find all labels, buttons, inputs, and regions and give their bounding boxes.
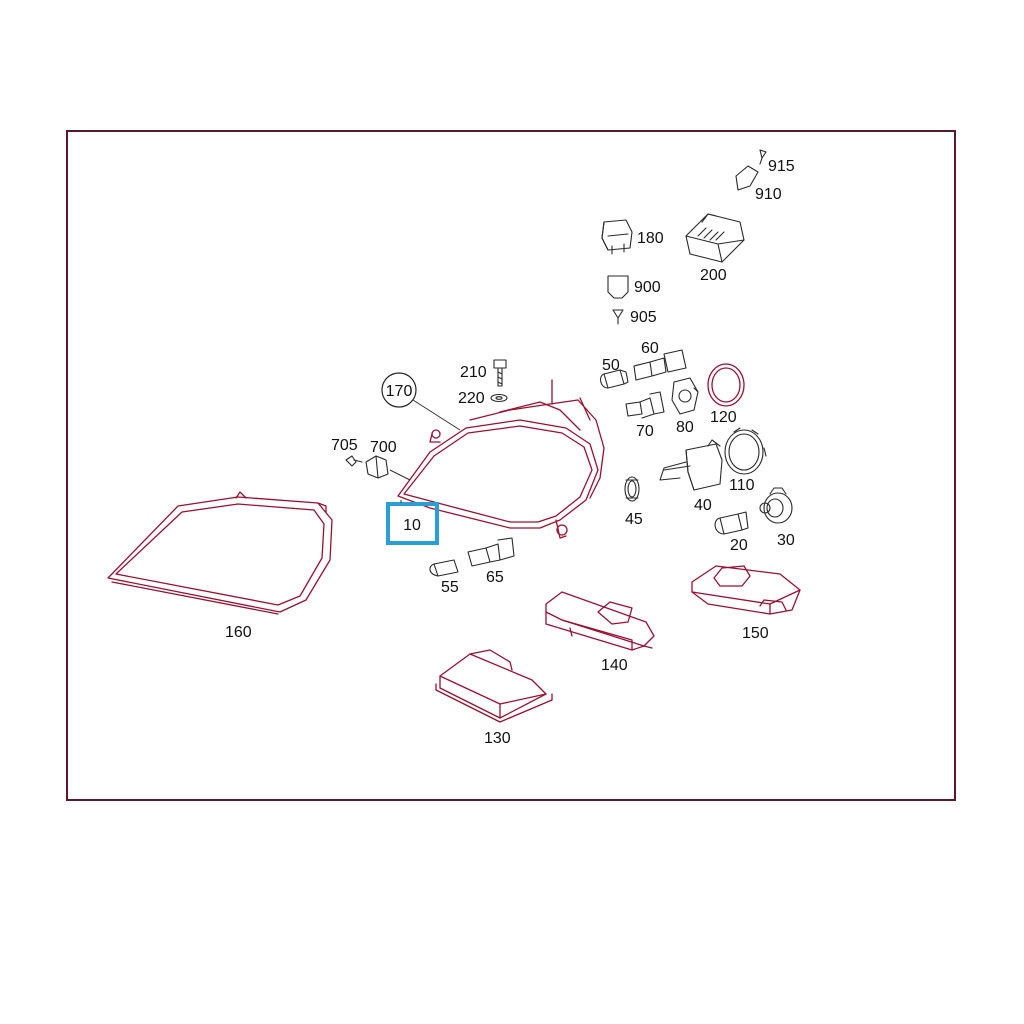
- label-120: 120: [710, 409, 737, 426]
- label-65: 65: [486, 569, 504, 586]
- part-30-socket[interactable]: [759, 487, 793, 524]
- part-10-headlamp-unit[interactable]: [397, 379, 605, 539]
- label-10[interactable]: 10: [403, 517, 421, 534]
- label-915: 915: [768, 158, 795, 175]
- label-200: 200: [700, 267, 727, 284]
- label-180: 180: [637, 230, 664, 247]
- label-40: 40: [694, 497, 712, 514]
- part-65-bulb-socket[interactable]: [467, 537, 515, 567]
- label-70: 70: [636, 423, 654, 440]
- part-55-bulb[interactable]: [429, 559, 459, 577]
- part-150-control-unit[interactable]: [691, 565, 801, 615]
- label-150: 150: [742, 625, 769, 642]
- label-20: 20: [730, 537, 748, 554]
- label-220: 220: [458, 390, 485, 407]
- label-900: 900: [634, 279, 661, 296]
- part-160-lens[interactable]: [107, 491, 333, 615]
- part-140-control-unit[interactable]: [545, 591, 655, 651]
- part-120-seal-ring[interactable]: [707, 363, 745, 407]
- part-40-xenon-bulb[interactable]: [659, 439, 723, 491]
- label-140: 140: [601, 657, 628, 674]
- part-705-screw[interactable]: [345, 455, 363, 467]
- label-110: 110: [729, 477, 755, 494]
- part-700-clip[interactable]: [365, 455, 389, 479]
- part-915-screw[interactable]: [759, 149, 767, 165]
- label-910: 910: [755, 186, 782, 203]
- label-130: 130: [484, 730, 511, 747]
- label-700: 700: [370, 439, 397, 456]
- label-210: 210: [460, 364, 487, 381]
- part-80-socket[interactable]: [671, 377, 699, 415]
- label-170: 170: [386, 383, 413, 400]
- label-705: 705: [331, 437, 358, 454]
- part-220-washer[interactable]: [490, 393, 508, 403]
- part-170-callout[interactable]: 170: [381, 372, 461, 431]
- part-910-cover[interactable]: [735, 165, 759, 191]
- label-80: 80: [676, 419, 694, 436]
- part-60-bulb[interactable]: [633, 349, 687, 381]
- label-55: 55: [441, 579, 459, 596]
- label-50: 50: [602, 357, 620, 374]
- part-70-bulb[interactable]: [625, 391, 665, 419]
- part-905-pin[interactable]: [612, 309, 624, 325]
- label-905: 905: [630, 309, 657, 326]
- label-30: 30: [777, 532, 795, 549]
- part-20-bulb[interactable]: [714, 511, 749, 535]
- part-210-bolt[interactable]: [493, 359, 507, 387]
- selected-part-highlight: [386, 502, 439, 545]
- part-130-control-unit[interactable]: [435, 649, 553, 723]
- part-180-connector[interactable]: [601, 219, 633, 255]
- part-50-bulb[interactable]: [599, 369, 629, 389]
- part-110-cap[interactable]: [724, 427, 767, 475]
- part-200-module[interactable]: [685, 213, 745, 263]
- part-900-cap[interactable]: [607, 275, 629, 299]
- label-45: 45: [625, 511, 643, 528]
- label-160: 160: [225, 624, 252, 641]
- label-60: 60: [641, 340, 659, 357]
- part-45-ring[interactable]: [624, 476, 640, 502]
